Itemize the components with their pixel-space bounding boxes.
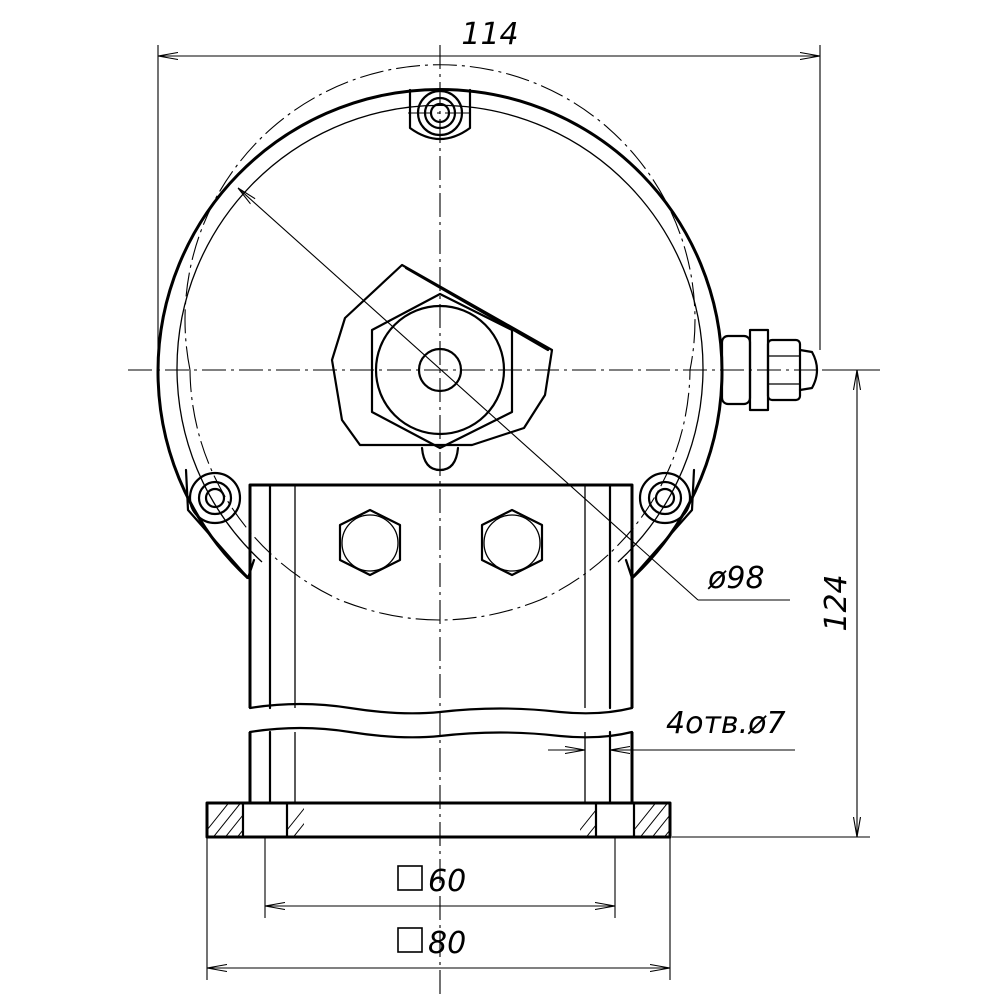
gland-cap	[798, 348, 819, 392]
dim-outer-square: 80	[206, 837, 671, 980]
pedestal-nuts	[338, 508, 544, 577]
dim-overall-width: 114	[157, 17, 821, 370]
gland-nut	[766, 338, 802, 402]
right-lug	[624, 468, 696, 580]
cable-gland	[720, 328, 819, 412]
holes-label: 4отв.ø7	[666, 706, 786, 741]
shaft-collar	[374, 304, 506, 436]
right-bolt-outer	[638, 471, 692, 525]
flange-outline	[205, 801, 672, 839]
shaft-bore	[417, 347, 463, 393]
right-bolt-inner	[654, 487, 676, 509]
break-line-upper	[248, 702, 634, 715]
flange-hatch-right-2	[634, 803, 670, 837]
centerlines	[128, 45, 880, 998]
diameter-leader	[238, 188, 699, 601]
dim-width-label: 114	[461, 17, 518, 52]
shaft-assembly	[330, 263, 554, 472]
index-pin	[420, 446, 460, 472]
pedestal-upper	[248, 483, 634, 708]
square-symbol-60	[397, 865, 423, 891]
housing-inner-circle	[176, 104, 704, 563]
pedestal-nut-left	[338, 508, 402, 577]
break-line-lower	[248, 726, 634, 739]
dim-height-label: 124	[819, 574, 854, 631]
right-bolt	[638, 471, 692, 525]
top-bolt-outer	[416, 89, 464, 137]
shaft-boss-outline	[330, 263, 554, 447]
dim-inner-square: 60	[264, 837, 616, 918]
flange-hatch-left	[207, 803, 243, 837]
flange-hatch-left-2	[287, 807, 304, 837]
top-bolt	[408, 88, 472, 140]
top-bolt-inner	[429, 102, 451, 124]
dim-circle-diameter: ø98	[238, 188, 790, 601]
shaft-hexagon	[370, 292, 514, 450]
pedestal-nut-right-chamfer	[483, 514, 541, 572]
left-bolt-outer	[188, 471, 242, 525]
base-flange	[205, 801, 672, 839]
dim-60-label: 60	[428, 864, 466, 899]
left-bolt	[188, 471, 242, 525]
shaft-boss-edge	[404, 266, 550, 352]
left-bolt-ring	[197, 480, 233, 516]
square-symbol-80	[397, 927, 423, 953]
top-bolt-boss	[408, 88, 472, 140]
pedestal-nut-left-chamfer	[341, 514, 399, 572]
pitch-circle	[184, 64, 696, 621]
top-bolt-ring	[423, 96, 457, 130]
left-bolt-inner	[204, 487, 226, 509]
flange-hatch-right	[580, 809, 596, 837]
dim-80-label: 80	[428, 926, 466, 961]
dim-overall-height: 124	[672, 369, 870, 838]
dim-holes: 4отв.ø7	[548, 706, 795, 750]
right-bolt-ring	[647, 480, 683, 516]
diameter-label: ø98	[707, 561, 765, 596]
pedestal	[248, 483, 634, 805]
pedestal-nut-right	[480, 508, 544, 577]
